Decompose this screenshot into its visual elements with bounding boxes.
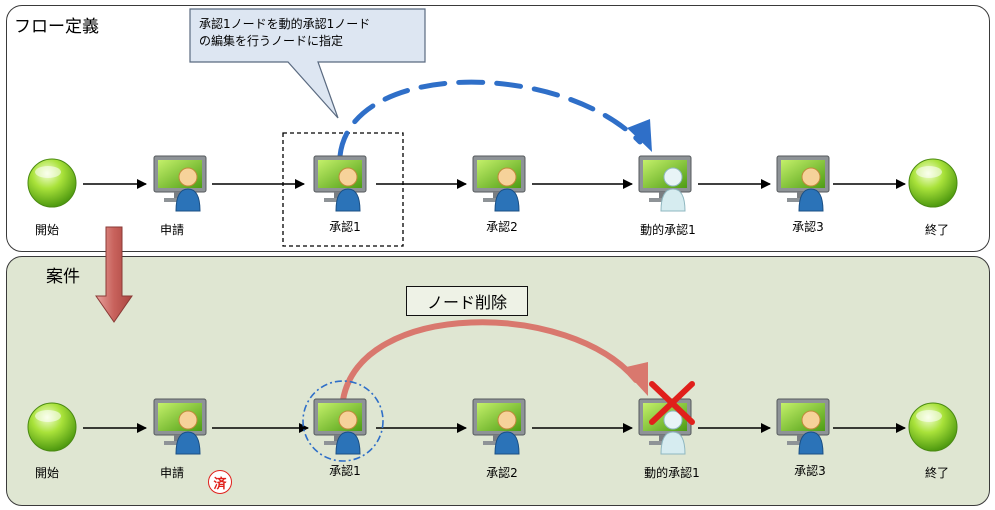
node-label-apply-case: 申請	[159, 466, 185, 480]
flow-definition-title: フロー定義	[14, 17, 99, 37]
approve1-node-icon	[313, 155, 367, 212]
start-node-icon-case	[27, 402, 77, 452]
done-stamp-icon: 済	[208, 470, 232, 494]
end-node-icon	[908, 158, 958, 208]
node-label-dyn-approve1: 動的承認1	[640, 223, 696, 237]
delete-arrow	[340, 319, 639, 403]
dashed-assign-arrow	[337, 79, 643, 159]
callout-line-1: 承認1ノードを動的承認1ノード	[199, 17, 371, 31]
callout-bubble	[189, 8, 426, 119]
approve1-node-icon-case	[313, 398, 367, 455]
delete-arrowhead	[622, 362, 648, 396]
apply-node-icon	[153, 155, 207, 212]
start-node-icon	[27, 158, 77, 208]
node-label-start: 開始	[34, 223, 60, 237]
current-node-marker	[302, 380, 384, 462]
node-label-end: 終了	[924, 223, 950, 237]
node-label-approve2-case: 承認2	[486, 466, 518, 480]
apply-node-icon-case	[153, 398, 207, 455]
approve3-node-icon-case	[776, 398, 830, 455]
node-label-approve3-case: 承認3	[794, 464, 826, 478]
approve1-selection-box	[282, 132, 404, 247]
node-label-approve1-case: 承認1	[329, 464, 361, 478]
node-label-apply: 申請	[159, 223, 185, 237]
node-label-approve2: 承認2	[486, 220, 518, 234]
dyn-approve1-node-icon	[638, 155, 692, 212]
case-title: 案件	[46, 267, 80, 287]
node-delete-label: ノード削除	[406, 286, 528, 316]
delete-x-icon	[649, 381, 695, 425]
approve2-node-icon	[472, 155, 526, 212]
dashed-assign-arrowhead	[627, 119, 652, 152]
down-arrow-icon	[95, 226, 133, 323]
end-node-icon-case	[908, 402, 958, 452]
node-label-start-case: 開始	[34, 466, 60, 480]
approve2-node-icon-case	[472, 398, 526, 455]
node-label-dyn-approve1-case: 動的承認1	[644, 466, 700, 480]
node-label-approve1: 承認1	[329, 220, 361, 234]
callout-line-2: の編集を行うノードに指定	[199, 34, 344, 48]
node-label-approve3: 承認3	[792, 220, 824, 234]
node-label-end-case: 終了	[924, 466, 950, 480]
callout-text: 承認1ノードを動的承認1ノード の編集を行うノードに指定	[199, 16, 424, 50]
approve3-node-icon	[776, 155, 830, 212]
